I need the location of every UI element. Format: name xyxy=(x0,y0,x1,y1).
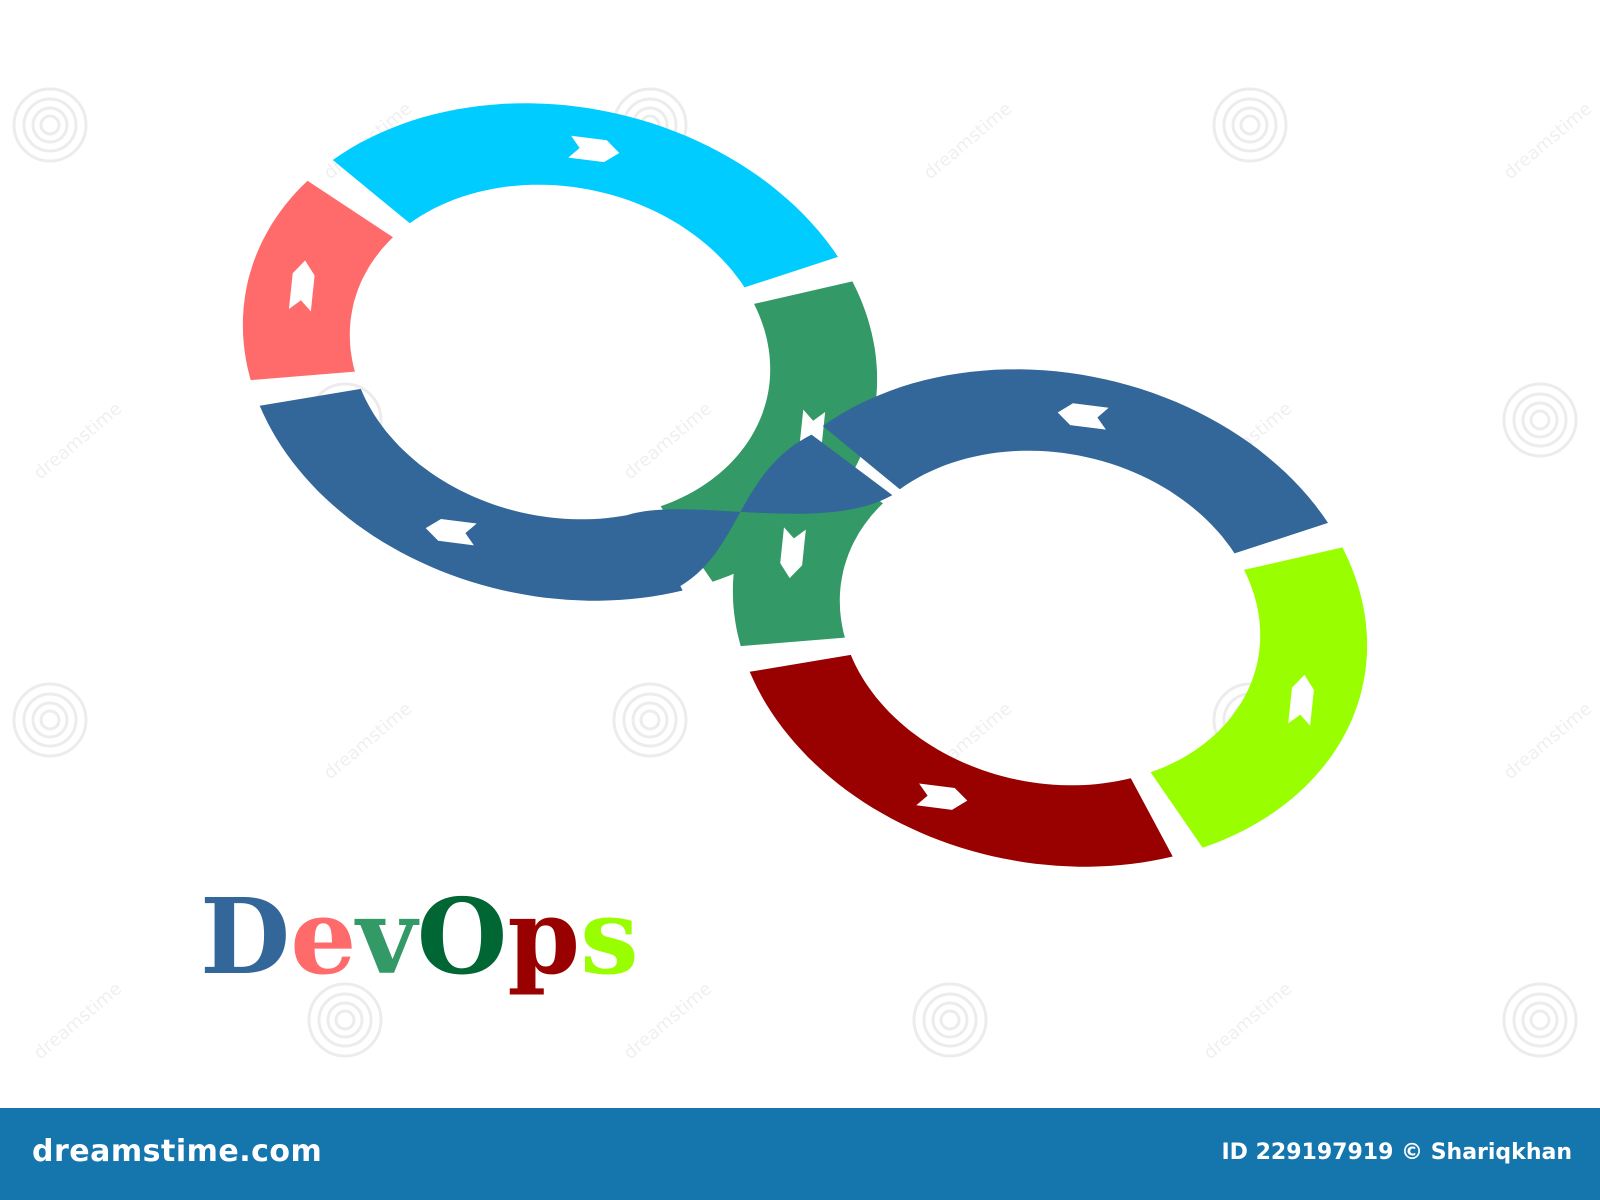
watermark-text: dreamstime xyxy=(920,98,1016,184)
left-ring-segment-bottom xyxy=(259,388,683,601)
watermark-text: dreamstime xyxy=(320,698,416,784)
right-ring-segment-top xyxy=(822,369,1328,554)
watermark-text: dreamstime xyxy=(30,978,126,1064)
devops-infinity-diagram: dreamstime dreamstime dreamstime dreamstime… xyxy=(12,87,1596,1064)
watermark-spiral-icon xyxy=(12,682,88,758)
watermark-text: dreamstime xyxy=(1500,98,1596,184)
footer-bar: dreamstime.com ID 229197919 © Shariqkhan xyxy=(0,1108,1600,1200)
crossover-band-shape xyxy=(627,434,893,595)
watermark-text: dreamstime xyxy=(620,398,716,484)
arrow-up-icon xyxy=(288,260,315,312)
devops-title: DevOps xyxy=(200,885,639,989)
arrow-left-icon xyxy=(1057,403,1109,430)
watermark-spiral-icon xyxy=(612,682,688,758)
arrow-right-icon xyxy=(916,783,968,810)
image-credit: ID 229197919 © Shariqkhan xyxy=(1221,1140,1573,1165)
brand-logo-text[interactable]: dreamstime.com xyxy=(32,1134,323,1169)
right-ring-segment-bottom xyxy=(749,654,1173,867)
right-ring-segment-right xyxy=(1150,547,1368,848)
watermark-text: dreamstime xyxy=(1500,698,1596,784)
title-letter: p xyxy=(507,875,581,998)
arrow-down-icon xyxy=(780,527,806,579)
watermark-spiral-icon xyxy=(1502,382,1578,458)
watermark-text: dreamstime xyxy=(30,398,126,484)
watermark-spiral-icon xyxy=(1212,87,1288,163)
watermark-spiral-icon xyxy=(912,982,988,1058)
title-letter: v xyxy=(356,875,417,998)
title-letter: e xyxy=(290,875,357,998)
title-letter: O xyxy=(416,875,508,998)
watermark-text: dreamstime xyxy=(1200,978,1296,1064)
arrow-up-icon xyxy=(1288,674,1314,726)
watermark-spiral-icon xyxy=(12,87,88,163)
watermark-spiral-icon xyxy=(307,982,383,1058)
title-letter: D xyxy=(200,875,291,998)
arrow-left-icon xyxy=(425,518,477,546)
crossover-band xyxy=(627,434,893,595)
arrow-right-icon xyxy=(568,135,620,163)
left-ring-segment-left xyxy=(242,180,393,381)
left-ring-segment-top xyxy=(332,103,838,288)
left-loop xyxy=(242,103,878,601)
watermark-spiral-icon xyxy=(1502,982,1578,1058)
title-letter: s xyxy=(580,875,639,998)
